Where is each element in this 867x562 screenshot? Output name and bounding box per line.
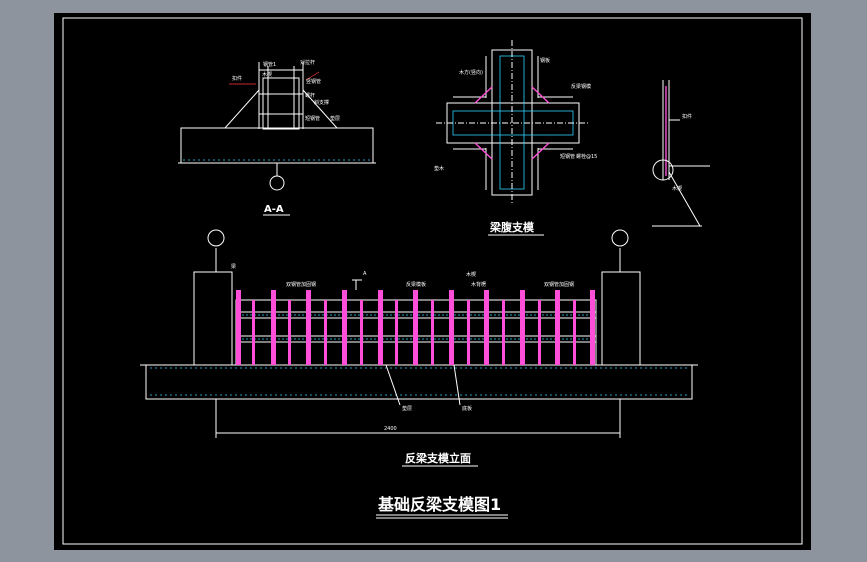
sec-note-3: 木楔: [262, 71, 272, 78]
web-note-1: 木方(竖向): [459, 69, 483, 76]
vertical-studs: [236, 290, 595, 365]
beam-web-detail: 木方(竖向) 钢板 反梁钢模 垫木 短钢管 螺栓@15 梁腹支模: [434, 40, 597, 236]
elev-note-3: 反梁模板: [406, 281, 426, 288]
sec-note-8: 短钢管: [305, 115, 320, 122]
section-aa-title: A-A: [264, 204, 284, 215]
drawing-canvas: 钢管1 扣件 木楔 对拉杆 竖钢管 螺杆 斜支撑 短钢管 垫层 A-A 木方(竖…: [62, 17, 803, 545]
sec-note-4: 对拉杆: [300, 59, 315, 66]
node-note: 木楔: [672, 185, 682, 192]
beam-web-title: 梁腹支模: [489, 220, 535, 234]
elevation-view: A 梁 双钢管加固钢 反梁模板 木楔 木背楞 双钢管加固钢 垫层 底板 2400…: [140, 229, 698, 519]
node-note-2: 扣件: [682, 113, 692, 120]
sec-note-5: 竖钢管: [306, 78, 321, 85]
web-note-3: 反梁钢模: [571, 83, 591, 90]
elev-note-8: 底板: [462, 405, 472, 412]
section-aa: 钢管1 扣件 木楔 对拉杆 竖钢管 螺杆 斜支撑 短钢管 垫层 A-A: [178, 59, 376, 216]
web-note-5: 短钢管: [560, 153, 575, 160]
drawing-frame: [62, 17, 803, 545]
web-note-2: 钢板: [540, 57, 550, 64]
sec-note-1: 钢管1: [263, 61, 276, 68]
elev-note-1: 梁: [231, 263, 236, 270]
elev-note-6: 双钢管加固钢: [544, 281, 574, 288]
dimension-text: 2400: [384, 426, 397, 432]
node-detail: 木楔 扣件: [652, 80, 710, 227]
web-note-4: 垫木: [434, 165, 444, 172]
elev-note-5: 木背楞: [471, 281, 486, 288]
cad-viewport[interactable]: 钢管1 扣件 木楔 对拉杆 竖钢管 螺杆 斜支撑 短钢管 垫层 A-A 木方(竖…: [54, 13, 811, 550]
sec-note-7: 斜支撑: [314, 99, 329, 106]
sec-note-2: 扣件: [232, 75, 242, 82]
web-note-6: 螺栓@15: [576, 153, 597, 160]
elev-note-2: 双钢管加固钢: [286, 281, 316, 288]
sec-note-6: 螺杆: [305, 92, 315, 99]
elev-note-7: 垫层: [402, 405, 412, 412]
elev-note-4: 木楔: [466, 271, 476, 278]
section-mark: A: [363, 271, 367, 277]
elevation-title: 反梁支模立面: [405, 451, 471, 465]
main-title: 基础反梁支模图1: [377, 495, 501, 514]
sec-note-9: 垫层: [330, 115, 340, 122]
